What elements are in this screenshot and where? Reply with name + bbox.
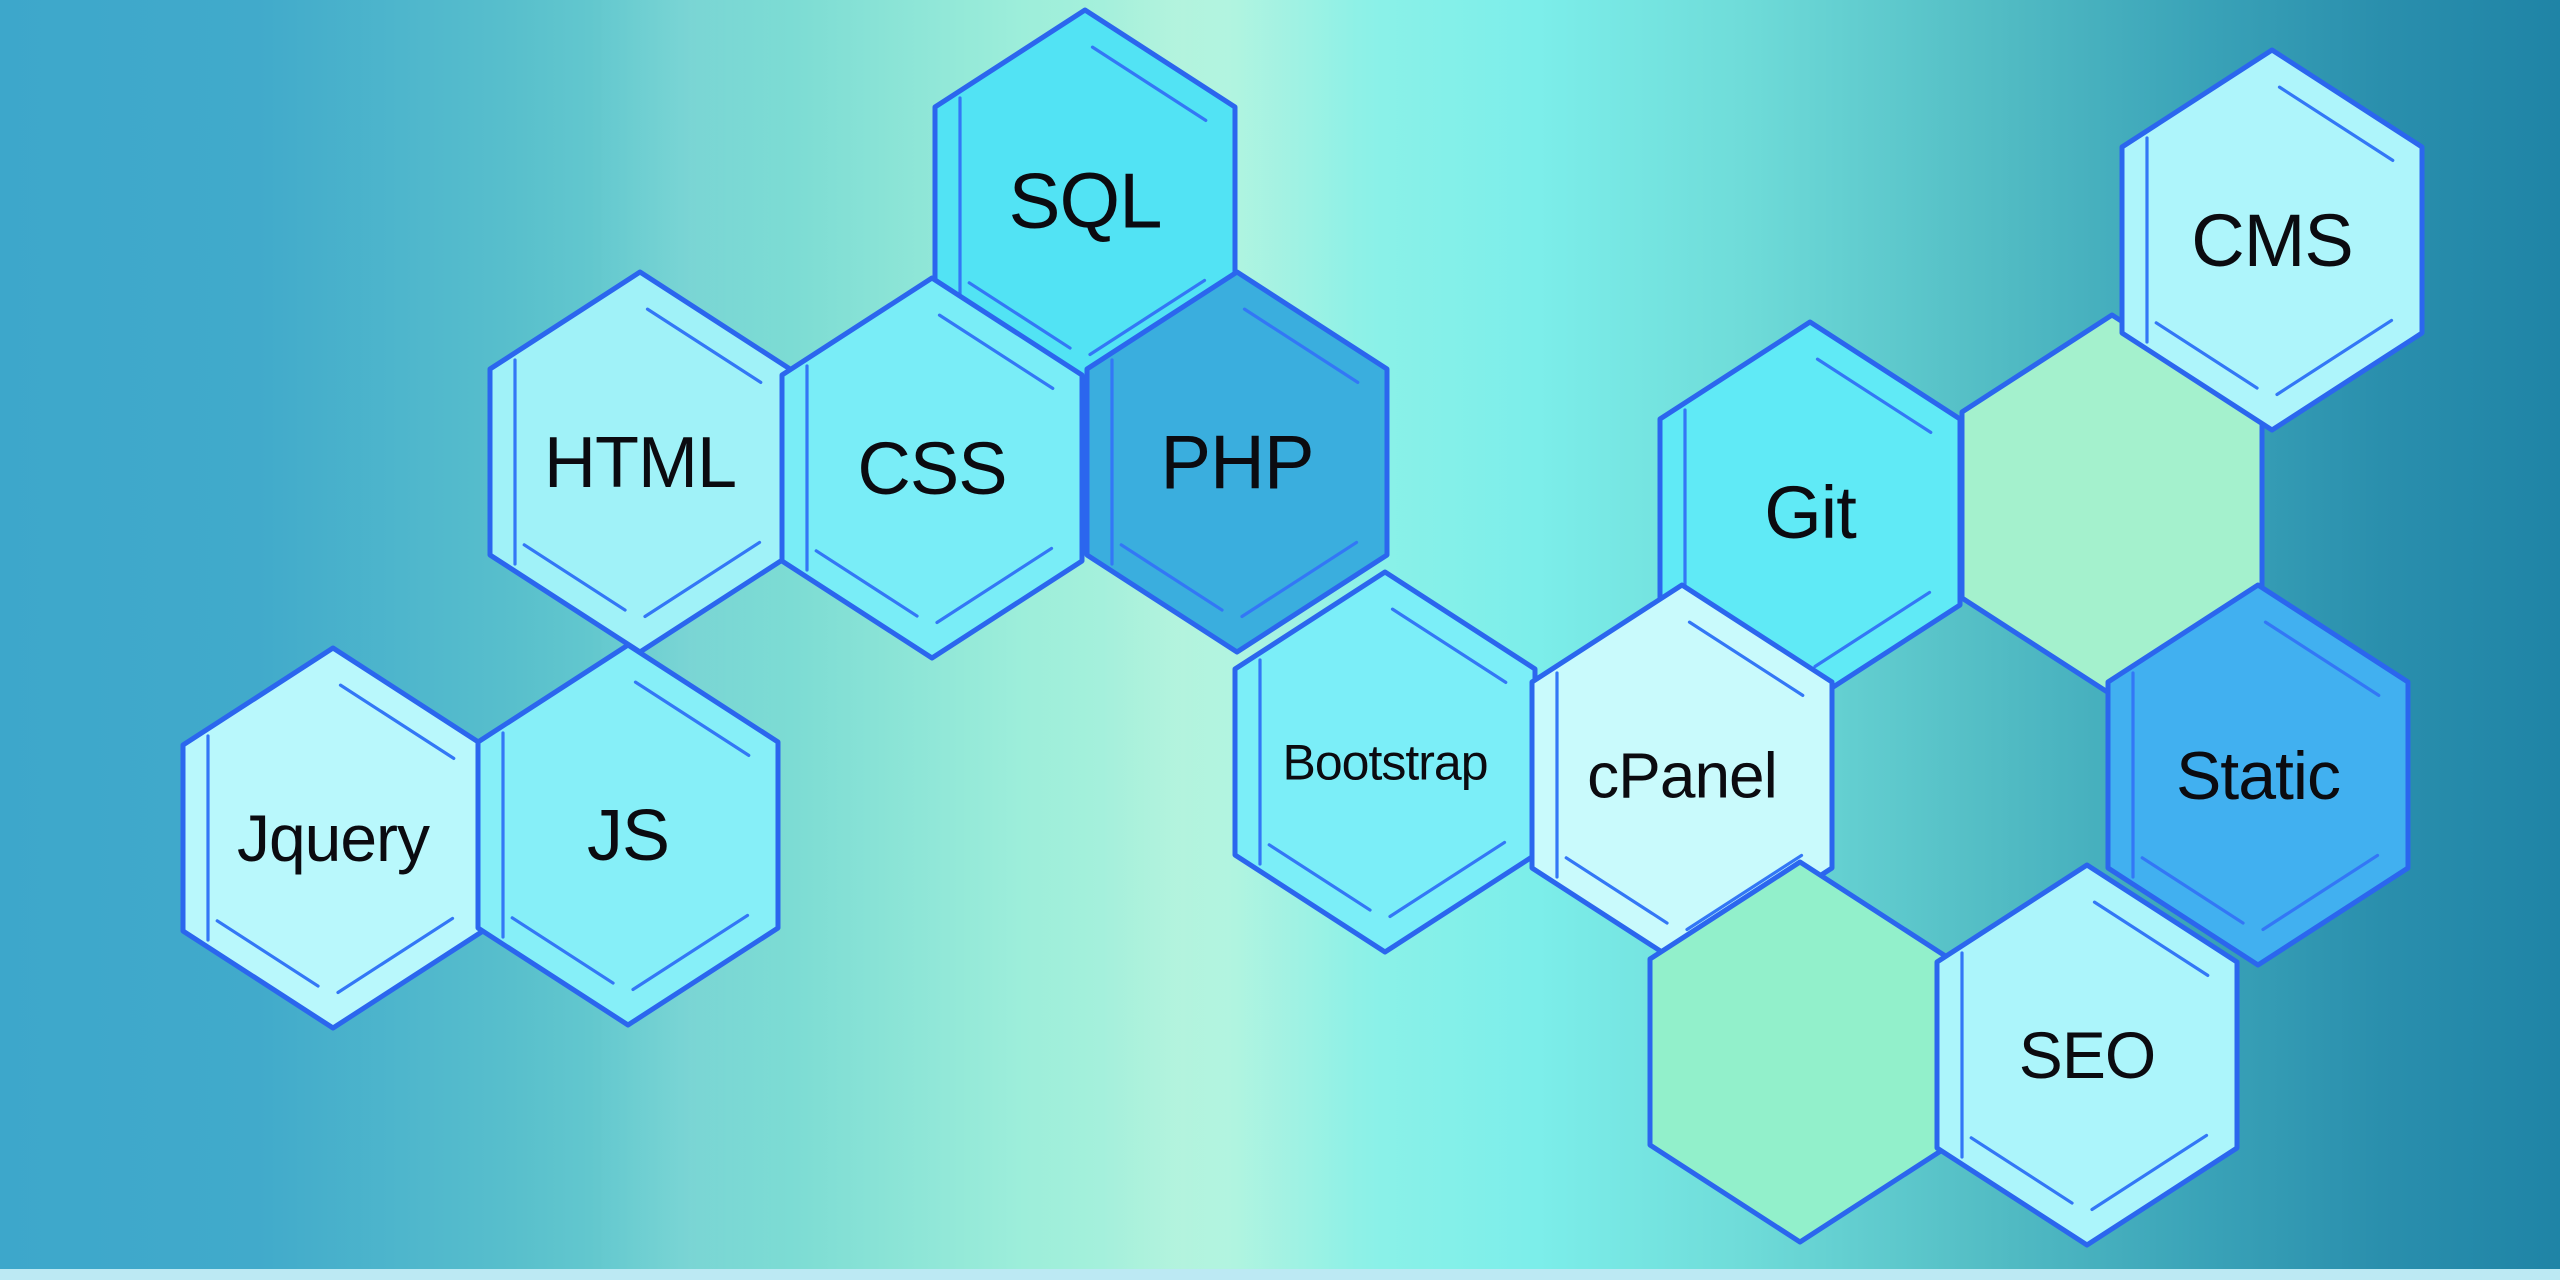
hexagon-accent-line xyxy=(2263,620,2381,697)
hexagon-accent-line xyxy=(645,307,763,384)
hexagon-label-css: CSS xyxy=(857,427,1006,510)
hexagon-accent-line xyxy=(522,543,627,612)
hexagon-cpanel: cPanel xyxy=(1529,582,1835,968)
hexagon-accent-line xyxy=(643,540,762,619)
hexagon-accent-line xyxy=(2092,900,2210,977)
hexagon-accent-line xyxy=(1390,607,1508,684)
hexagon-js: JS xyxy=(475,642,781,1028)
hexagon-accent-line xyxy=(814,549,919,618)
hexagon-html: HTML xyxy=(487,269,793,655)
hexagon-label-cpanel: cPanel xyxy=(1587,739,1777,811)
hexagon-label-sql: SQL xyxy=(1008,156,1161,244)
hexagon-css: CSS xyxy=(779,275,1085,661)
hexagon-static: Static xyxy=(2105,582,2411,968)
hexagon-label-bootstrap: Bootstrap xyxy=(1282,735,1487,791)
hexagon-accent-line xyxy=(631,913,750,992)
hexagon-accent-line xyxy=(1242,307,1360,384)
hexagon-accent-line xyxy=(1088,278,1207,357)
hexagon-accent-line xyxy=(1119,543,1224,612)
hexagon-accent-line xyxy=(2277,85,2395,162)
hexagon-cms: CMS xyxy=(2119,47,2425,433)
hexagon-accent-line xyxy=(633,680,751,757)
hexagon-bootstrap: Bootstrap xyxy=(1232,569,1538,955)
hexagon-shape xyxy=(1084,269,1390,655)
hexagon-shape xyxy=(2119,47,2425,433)
hexagon-accent-line xyxy=(1564,856,1669,925)
hexagon-accent-line xyxy=(1090,45,1208,122)
hexagon-accent-line xyxy=(1685,853,1804,932)
hexagon-label-html: HTML xyxy=(544,423,736,503)
hexagon-label-cms: CMS xyxy=(2191,199,2352,282)
hexagon-accent-line xyxy=(2261,853,2380,932)
hexagon-accent-line xyxy=(2154,321,2259,390)
hexagon-label-git: Git xyxy=(1764,471,1857,554)
hexagon-label-jquery: Jquery xyxy=(237,801,430,875)
hexagon-accent-line xyxy=(1969,1136,2074,1205)
hexagon-accent-line xyxy=(510,916,615,985)
hexagon-label-seo: SEO xyxy=(2019,1018,2155,1092)
hexagon-label-static: Static xyxy=(2176,738,2340,814)
hexagon-accent-line xyxy=(935,546,1054,625)
hexagon-accent-line xyxy=(1267,843,1372,912)
hexagon-accent-line xyxy=(215,919,320,988)
hexagon-accent-line xyxy=(2275,318,2394,397)
hexagon-accent-line xyxy=(937,313,1055,390)
hexagon-shape xyxy=(1232,569,1538,955)
hexagon-shape xyxy=(2105,582,2411,968)
hexagon-accent-line xyxy=(338,683,456,760)
bottom-strip xyxy=(0,1269,2560,1280)
hexagon-accent-line xyxy=(1388,840,1507,919)
hexagon-accent-line xyxy=(2140,856,2245,925)
hexagon-shape xyxy=(475,642,781,1028)
hexagon-label-js: JS xyxy=(587,796,669,876)
hexagon-seo: SEO xyxy=(1934,862,2240,1248)
hexagon-shape xyxy=(779,275,1085,661)
hexagon-accent-line xyxy=(1813,590,1932,669)
hexagon-accent-line xyxy=(2090,1133,2209,1212)
hexagon-accent-line xyxy=(967,281,1072,350)
hexagon-label-php: PHP xyxy=(1160,421,1313,506)
hexagon-php: PHP xyxy=(1084,269,1390,655)
hexagon-shape xyxy=(1934,862,2240,1248)
hexagon-accent-line xyxy=(1687,620,1805,697)
hexagon-accent-line xyxy=(1240,540,1359,619)
hexagon-accent-line xyxy=(1815,357,1933,434)
hexagon-accent-line xyxy=(336,916,455,995)
